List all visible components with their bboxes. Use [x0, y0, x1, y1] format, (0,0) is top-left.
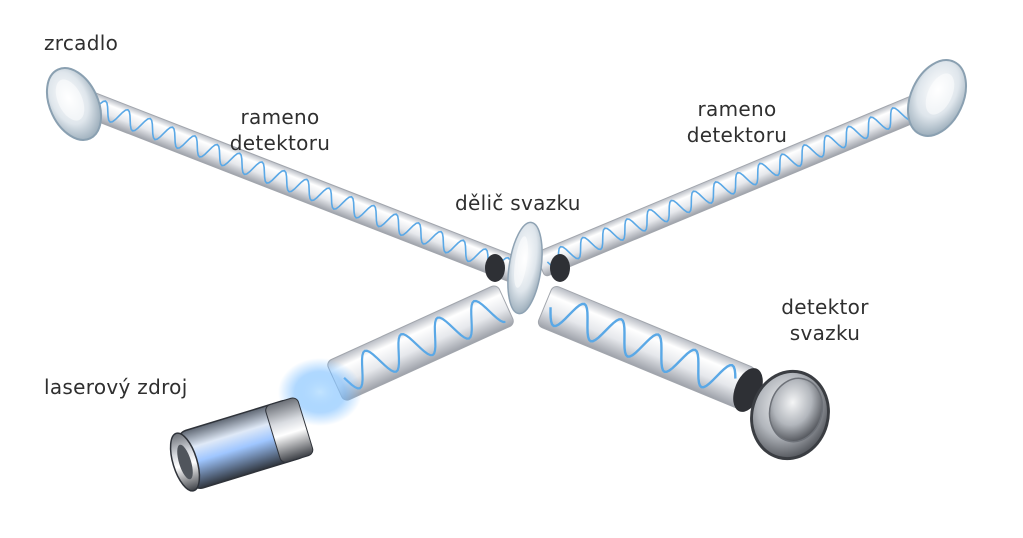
label-mirror: zrcadlo — [44, 31, 119, 55]
label-beam-splitter: dělič svazku — [455, 191, 581, 215]
detector-tube — [537, 286, 763, 412]
label-detector-line2: svazku — [789, 321, 861, 345]
detector-tube-wave — [549, 302, 737, 389]
label-detector-line1: detektor — [781, 295, 869, 319]
label-laser: laserový zdroj — [44, 375, 188, 399]
laser-tube-wave — [343, 299, 506, 390]
label-left-arm-line2: detektoru — [229, 131, 331, 155]
right-arm-wave — [546, 97, 932, 269]
label-right-arm-line2: detektoru — [686, 123, 788, 147]
tube-opening-right — [550, 254, 570, 282]
label-left-arm-line1: rameno — [240, 105, 320, 129]
beam-splitter — [507, 221, 543, 315]
label-right-arm-line1: rameno — [697, 97, 777, 121]
beam-detector — [750, 369, 830, 461]
right-mirror — [906, 59, 968, 137]
left-arm-wave — [84, 100, 511, 271]
laser-source — [169, 397, 314, 492]
tube-opening-left — [485, 254, 505, 282]
left-mirror — [45, 67, 103, 141]
label-left-arm: rameno detektoru — [195, 104, 365, 156]
label-detector: detektor svazku — [760, 294, 890, 346]
label-right-arm: rameno detektoru — [652, 96, 822, 148]
